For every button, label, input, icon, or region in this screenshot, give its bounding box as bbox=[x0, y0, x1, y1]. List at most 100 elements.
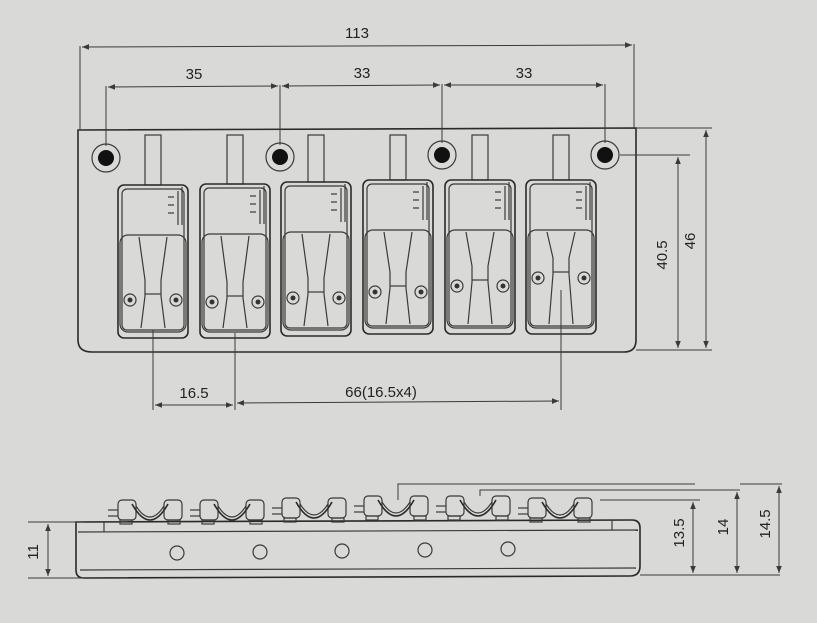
saddle-outer bbox=[362, 179, 434, 335]
dimension-label-11: 11 bbox=[25, 544, 42, 560]
saddle-waist bbox=[546, 231, 576, 325]
saddle-u-inner bbox=[135, 505, 165, 518]
saddle-top bbox=[280, 134, 352, 337]
saddle-u-inner bbox=[217, 505, 247, 518]
saddle-nub bbox=[119, 519, 133, 525]
saddle-side bbox=[190, 499, 265, 525]
saddle-screw-center bbox=[290, 295, 296, 301]
saddle-screw bbox=[251, 295, 265, 309]
string-slot bbox=[471, 134, 489, 181]
side-hole bbox=[417, 542, 433, 558]
dimension-label-13-5: 13.5 bbox=[671, 518, 688, 547]
saddle-waist bbox=[383, 231, 413, 325]
saddle-nub bbox=[447, 515, 461, 521]
saddle-screw-center bbox=[209, 299, 215, 305]
saddle-screw bbox=[531, 271, 545, 285]
saddle-nub bbox=[495, 515, 509, 521]
saddle-screw-center bbox=[372, 289, 378, 295]
saddle-side bbox=[518, 497, 593, 523]
dimension-label-113: 113 bbox=[345, 25, 369, 42]
saddle-post bbox=[245, 499, 265, 521]
string-slot bbox=[144, 134, 162, 186]
dimension-label-46: 46 bbox=[682, 233, 699, 250]
saddle-top bbox=[444, 134, 516, 335]
saddle-nub bbox=[365, 515, 379, 521]
saddle-inner bbox=[448, 183, 512, 327]
saddle-side bbox=[272, 497, 347, 523]
saddle-screw bbox=[496, 279, 510, 293]
saddle-screw bbox=[332, 291, 346, 305]
saddle-waist bbox=[138, 236, 168, 329]
saddle-screw bbox=[169, 293, 183, 307]
saddle-side bbox=[436, 495, 511, 521]
string-slot bbox=[226, 134, 244, 185]
saddle-block bbox=[446, 229, 514, 329]
saddle-waist bbox=[465, 231, 495, 325]
dimension-label-35: 35 bbox=[186, 66, 203, 83]
saddle-screw-center bbox=[500, 283, 506, 289]
dimension-label-14: 14 bbox=[715, 519, 732, 536]
saddle-u-inner bbox=[381, 501, 411, 514]
saddle-screw-center bbox=[173, 297, 179, 303]
saddle-inner bbox=[284, 185, 348, 329]
saddle-u bbox=[459, 499, 497, 517]
saddle-top bbox=[525, 134, 597, 335]
saddle-screw-center bbox=[418, 289, 424, 295]
string-slot bbox=[389, 134, 407, 181]
top-view: 113 35 33 33 40.5 46 bbox=[77, 25, 712, 410]
side-hole bbox=[169, 545, 185, 561]
mounting-hole bbox=[265, 142, 295, 172]
saddle-post bbox=[527, 497, 547, 519]
saddle-nub bbox=[201, 519, 215, 525]
saddles-side-group bbox=[108, 495, 593, 525]
saddle-nub bbox=[529, 517, 543, 523]
saddle-post bbox=[163, 499, 183, 521]
saddle-post bbox=[199, 499, 219, 521]
dimension-heights: 40.5 46 bbox=[620, 127, 712, 351]
bridge-base-plate bbox=[77, 127, 637, 353]
saddle-inner bbox=[121, 188, 185, 331]
saddle-post bbox=[491, 495, 511, 517]
saddle-block bbox=[119, 234, 187, 333]
saddle-screw bbox=[414, 285, 428, 299]
mounting-hole bbox=[590, 140, 620, 170]
dimension-overall-width: 113 bbox=[79, 25, 635, 130]
saddle-screw-center bbox=[255, 299, 261, 305]
side-hole bbox=[500, 541, 516, 557]
saddle-screw-center bbox=[127, 297, 133, 303]
dimension-string-spacing: 16.5 66(16.5x4) bbox=[152, 290, 562, 410]
dimension-saddle-heights: 13.5 14 14.5 bbox=[397, 483, 782, 576]
saddle-u bbox=[377, 499, 415, 517]
saddle-block bbox=[201, 233, 269, 333]
saddle-top bbox=[117, 134, 189, 339]
saddle-screw-center bbox=[336, 295, 342, 301]
saddle-u bbox=[295, 501, 333, 519]
saddle-inner bbox=[203, 187, 267, 331]
dimension-hole-spacing: 35 33 33 bbox=[105, 65, 606, 146]
saddle-screw bbox=[368, 285, 382, 299]
saddle-outer bbox=[444, 179, 516, 335]
saddle-post bbox=[327, 497, 347, 519]
dimension-label-66: 66(16.5x4) bbox=[345, 384, 417, 401]
saddle-u bbox=[541, 501, 579, 519]
saddle-screw bbox=[205, 295, 219, 309]
saddle-side bbox=[354, 495, 429, 521]
saddle-screw bbox=[450, 279, 464, 293]
saddle-waist bbox=[220, 235, 250, 329]
saddle-block bbox=[364, 229, 432, 329]
dimension-label-40-5: 40.5 bbox=[654, 240, 671, 269]
side-view: 11 13.5 14 14.5 bbox=[25, 483, 782, 579]
saddle-outer bbox=[280, 181, 352, 337]
mounting-hole bbox=[427, 140, 457, 170]
string-slot bbox=[552, 134, 570, 181]
saddle-u-inner bbox=[299, 503, 329, 516]
saddle-top bbox=[199, 134, 271, 339]
saddle-post bbox=[573, 497, 593, 519]
saddle-screw-center bbox=[581, 275, 587, 281]
saddle-waist bbox=[301, 233, 331, 327]
mounting-hole bbox=[91, 143, 121, 173]
saddle-top bbox=[362, 134, 434, 335]
saddle-nub bbox=[283, 517, 297, 523]
side-base-body bbox=[75, 519, 641, 579]
